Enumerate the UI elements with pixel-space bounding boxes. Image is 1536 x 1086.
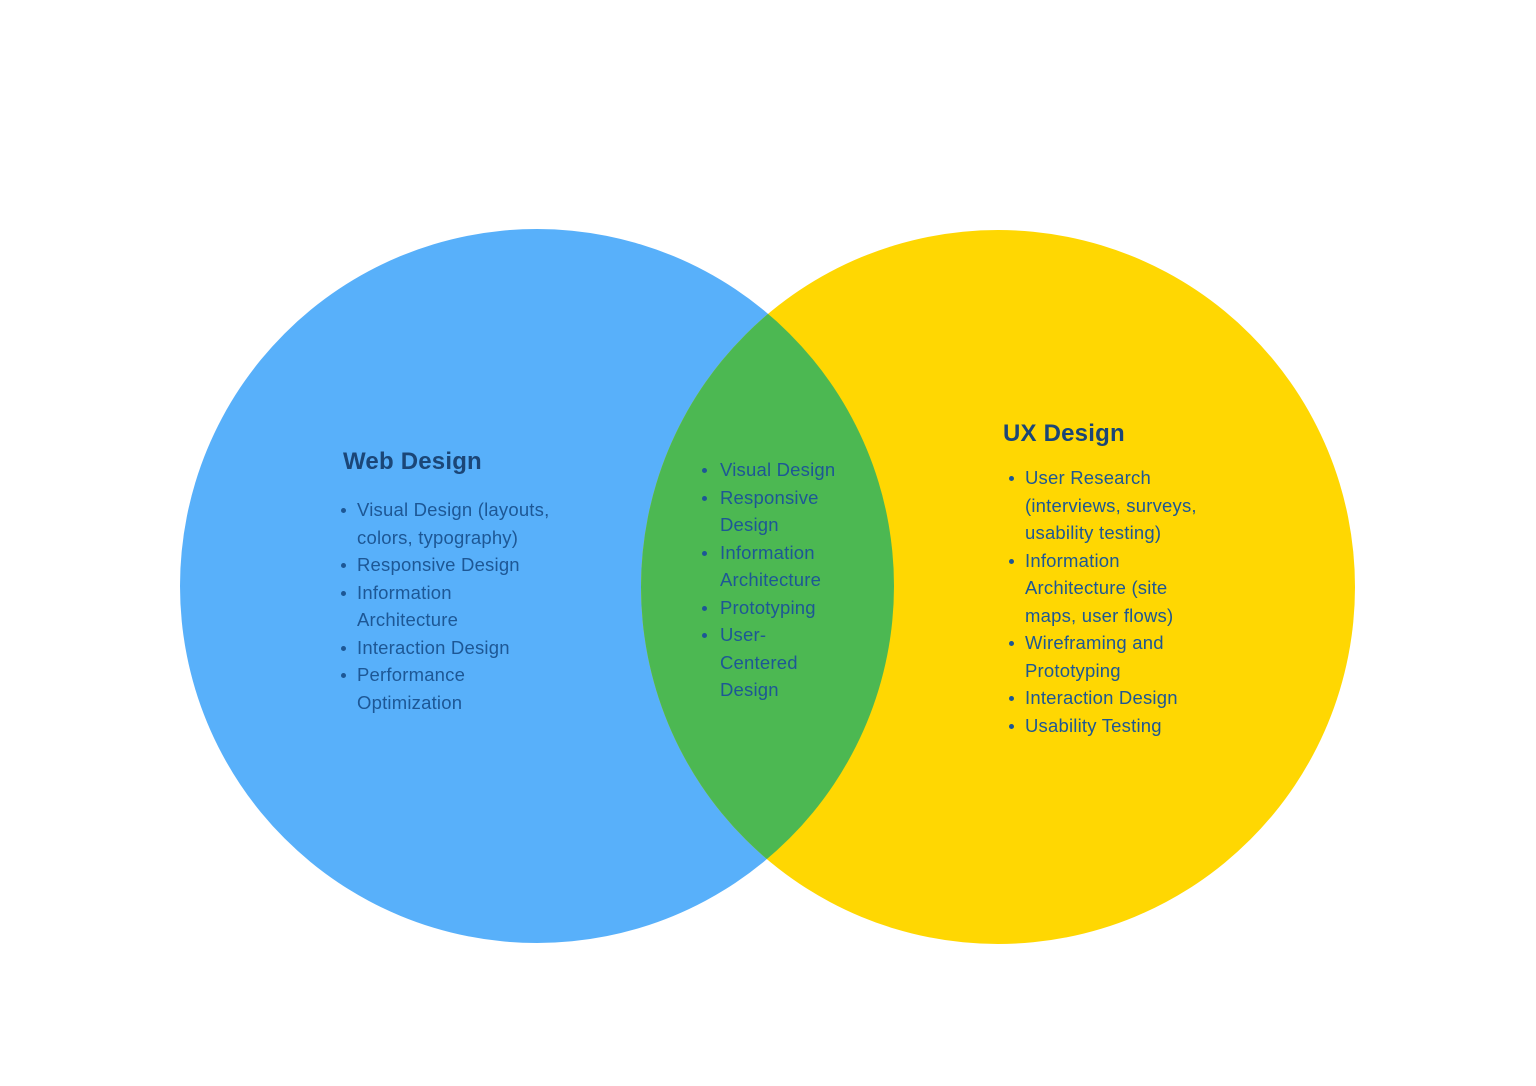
list-item: Wireframing and Prototyping — [1008, 629, 1248, 684]
list-item: Information Architecture — [340, 579, 580, 634]
ux-design-list: User Research (interviews, surveys, usab… — [1008, 464, 1248, 739]
web-design-list: Visual Design (layouts, colors, typograp… — [340, 496, 580, 716]
list-item: Interaction Design — [1008, 684, 1248, 712]
list-item: Performance Optimization — [340, 661, 580, 716]
overlap-list: Visual Design Responsive Design Informat… — [701, 456, 871, 704]
list-item: Interaction Design — [340, 634, 580, 662]
list-item: User- Centered Design — [701, 621, 871, 704]
list-item: Visual Design — [701, 456, 871, 484]
list-item: Usability Testing — [1008, 712, 1248, 740]
list-item: Prototyping — [701, 594, 871, 622]
ux-design-title: UX Design — [1003, 420, 1125, 447]
list-item: Responsive Design — [701, 484, 871, 539]
web-design-title: Web Design — [343, 448, 482, 475]
list-item: Responsive Design — [340, 551, 580, 579]
list-item: User Research (interviews, surveys, usab… — [1008, 464, 1248, 547]
list-item: Visual Design (layouts, colors, typograp… — [340, 496, 580, 551]
list-item: Information Architecture — [701, 539, 871, 594]
list-item: Information Architecture (site maps, use… — [1008, 547, 1248, 630]
overlap-lens — [641, 230, 894, 943]
